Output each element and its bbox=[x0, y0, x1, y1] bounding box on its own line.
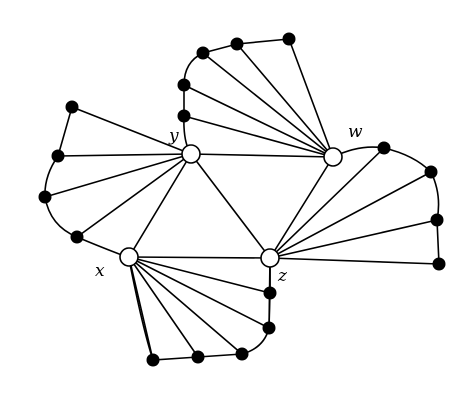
leaf-vertex bbox=[377, 141, 391, 155]
edge-y-w bbox=[190, 153, 334, 158]
edge-y-leaf bbox=[76, 153, 192, 238]
edge-w-leaf bbox=[202, 52, 334, 158]
leaf-vertex bbox=[196, 46, 210, 60]
leaf-vertex bbox=[38, 190, 52, 204]
hub-vertex-x bbox=[119, 247, 139, 267]
hub-vertices bbox=[119, 144, 343, 268]
leaf-vertex bbox=[177, 109, 191, 123]
leaf-vertex bbox=[262, 321, 276, 335]
edge-z-leaf bbox=[269, 257, 440, 265]
edge-w-leaf bbox=[183, 115, 334, 158]
edge-x-leaf bbox=[128, 256, 199, 358]
edge-z-leaf bbox=[269, 171, 432, 259]
leaf-vertex bbox=[230, 37, 244, 51]
edge-y-leaf bbox=[57, 153, 192, 157]
leaf-vertex bbox=[432, 257, 446, 271]
label-y: y bbox=[168, 126, 179, 146]
hub-edges bbox=[128, 153, 334, 259]
leaf-vertex bbox=[65, 100, 79, 114]
leaf-vertex bbox=[263, 286, 277, 300]
leaf-vertex bbox=[424, 165, 438, 179]
edge-z-leaf bbox=[269, 219, 438, 259]
leaf-vertex bbox=[235, 347, 249, 361]
leaf-vertex bbox=[191, 350, 205, 364]
edge-w-leaf bbox=[183, 84, 334, 158]
fan-edges-y bbox=[44, 106, 192, 238]
edge-x-y bbox=[128, 153, 192, 258]
leaf-vertex bbox=[70, 230, 84, 244]
edge-w-leaf bbox=[236, 43, 334, 158]
hub-vertex-w bbox=[323, 147, 343, 167]
fan-edges-w bbox=[183, 38, 334, 158]
vertex-labels: x y z w bbox=[95, 122, 363, 286]
boundary-curve-y bbox=[44, 106, 128, 258]
edge-x-leaf bbox=[128, 256, 154, 361]
boundary-curve-x bbox=[128, 258, 271, 361]
boundary-curve-z bbox=[332, 146, 440, 265]
edge-x-leaf bbox=[128, 256, 270, 329]
leaf-vertex bbox=[282, 32, 296, 46]
fan-edges-x bbox=[128, 256, 271, 361]
edge-z-leaf bbox=[269, 147, 385, 259]
edge-y-leaf bbox=[71, 106, 192, 155]
leaf-vertex bbox=[146, 353, 160, 367]
edge-y-z bbox=[190, 153, 271, 259]
leaf-vertices bbox=[38, 32, 446, 367]
label-z: z bbox=[277, 266, 288, 286]
edge-x-leaf bbox=[128, 256, 271, 294]
fan-edges-z bbox=[268, 147, 440, 329]
edge-w-leaf bbox=[288, 38, 334, 158]
hub-vertex-z bbox=[260, 248, 280, 268]
label-x: x bbox=[95, 261, 105, 281]
leaf-vertex bbox=[51, 149, 65, 163]
edge-x-z bbox=[128, 256, 271, 259]
edge-w-z bbox=[269, 156, 334, 259]
edge-x-leaf bbox=[128, 256, 243, 355]
label-w: w bbox=[348, 122, 363, 142]
leaf-vertex bbox=[430, 213, 444, 227]
hub-vertex-y bbox=[181, 144, 201, 164]
leaf-vertex bbox=[177, 78, 191, 92]
edge-y-leaf bbox=[44, 153, 192, 198]
